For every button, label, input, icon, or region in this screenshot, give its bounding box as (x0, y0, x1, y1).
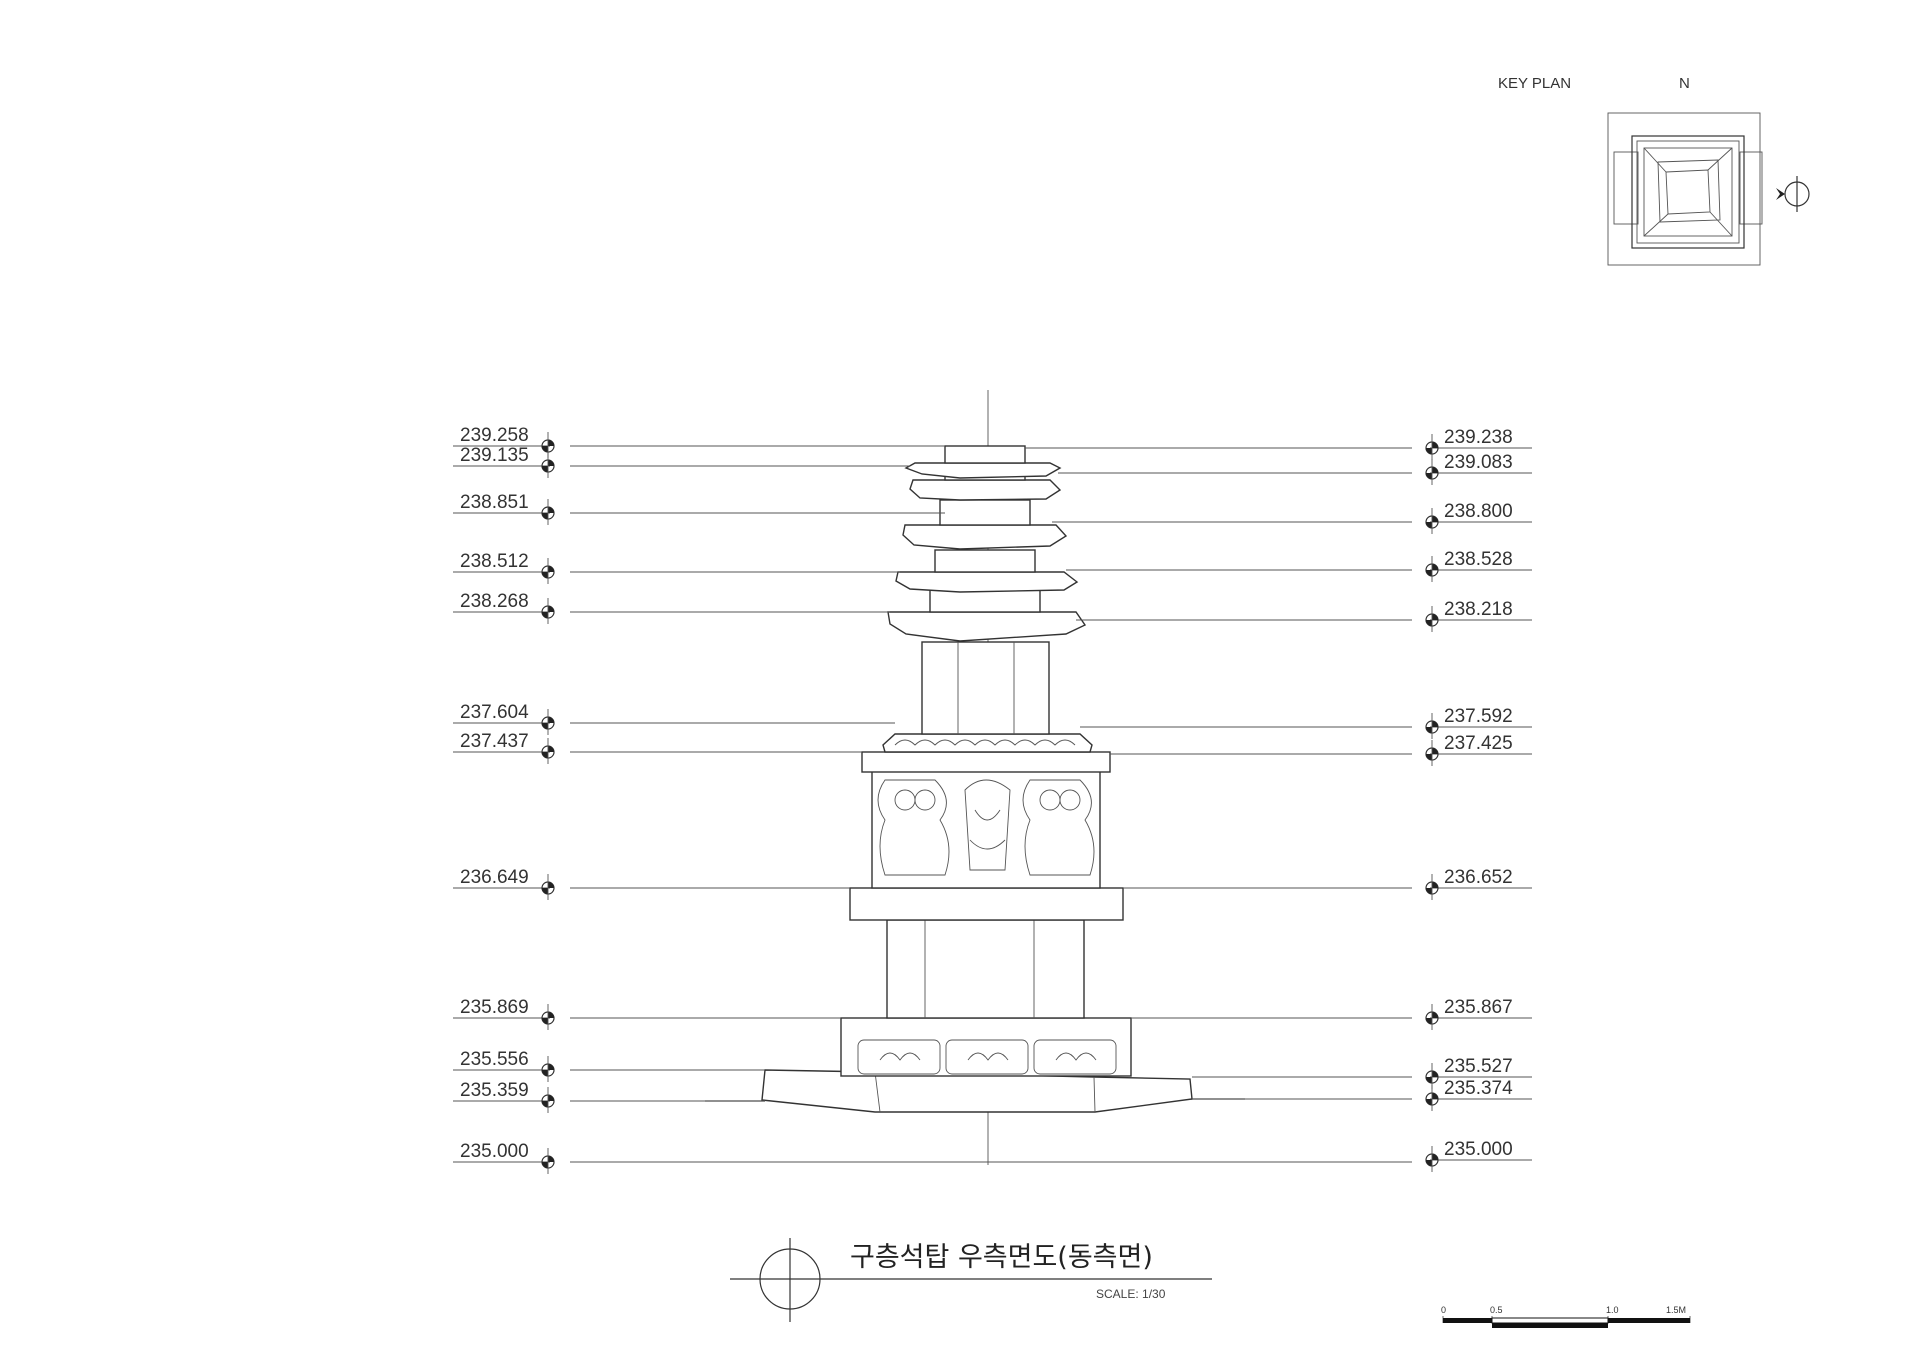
level-label: 236.652 (1444, 867, 1513, 888)
level-label: 235.869 (460, 997, 529, 1018)
level-marker-right: 239.083 (1425, 452, 1532, 485)
level-marker-right: 238.528 (1425, 549, 1532, 582)
levels-right: 239.238 239.083 238.800 238.528 238.218 (1425, 427, 1532, 1172)
level-marker-left: 236.649 (453, 867, 555, 900)
level-marker-left: 237.437 (453, 731, 555, 764)
level-label: 238.800 (1444, 501, 1513, 522)
level-label: 235.374 (1444, 1078, 1513, 1099)
level-label: 239.135 (460, 445, 529, 466)
view-direction-icon (1776, 176, 1810, 212)
level-marker-left: 238.268 (453, 591, 555, 624)
scale-bar: 0 0.5 1.0 1.5M (1441, 1305, 1691, 1328)
scale-tick: 0 (1441, 1305, 1446, 1315)
levels-left: 239.258 239.135 238.851 238.512 238.268 (453, 425, 555, 1174)
level-label: 235.527 (1444, 1056, 1513, 1077)
level-label: 237.425 (1444, 733, 1513, 754)
scale-tick: 1.0 (1606, 1305, 1619, 1315)
level-marker-right: 235.374 (1425, 1078, 1532, 1111)
level-marker-right: 235.867 (1425, 997, 1532, 1030)
level-label: 235.000 (460, 1141, 529, 1162)
level-label: 238.218 (1444, 599, 1513, 620)
level-marker-left: 235.359 (453, 1080, 555, 1113)
level-marker-right: 238.800 (1425, 501, 1532, 534)
level-label: 239.238 (1444, 427, 1513, 448)
level-marker-left: 237.604 (453, 702, 555, 735)
level-label: 238.851 (460, 492, 529, 513)
title-block: 구층석탑 우측면도(동측면) SCALE: 1/30 (730, 1238, 1212, 1322)
key-plan: KEY PLAN N (1498, 75, 1810, 266)
level-marker-right: 238.218 (1425, 599, 1532, 632)
level-label: 238.512 (460, 551, 529, 572)
level-marker-left: 238.851 (453, 492, 555, 525)
level-marker-right: 237.592 (1425, 706, 1532, 739)
level-label: 236.649 (460, 867, 529, 888)
scale-tick: 0.5 (1490, 1305, 1503, 1315)
level-marker-left: 235.000 (453, 1141, 555, 1174)
level-label: 238.528 (1444, 549, 1513, 570)
level-label: 239.258 (460, 425, 529, 446)
level-lines (570, 445, 1412, 1163)
level-label: 235.556 (460, 1049, 529, 1070)
level-marker-right: 239.238 (1425, 427, 1532, 460)
level-label: 237.604 (460, 702, 529, 723)
level-label: 238.268 (460, 591, 529, 612)
level-marker-left: 235.869 (453, 997, 555, 1030)
level-label: 239.083 (1444, 452, 1513, 473)
level-marker-left: 238.512 (453, 551, 555, 584)
key-plan-label: KEY PLAN (1498, 75, 1571, 92)
level-marker-right: 236.652 (1425, 867, 1532, 900)
level-marker-left: 235.556 (453, 1049, 555, 1082)
pagoda-elevation (705, 445, 1245, 1113)
north-label: N (1679, 75, 1690, 92)
level-label: 235.867 (1444, 997, 1513, 1018)
level-label: 237.592 (1444, 706, 1513, 727)
level-label: 237.437 (460, 731, 529, 752)
level-marker-right: 235.527 (1425, 1056, 1532, 1089)
level-marker-right: 235.000 (1425, 1139, 1532, 1172)
level-marker-left: 239.258 (453, 425, 555, 458)
scale-tick: 1.5M (1666, 1305, 1686, 1315)
drawing-title: 구층석탑 우측면도(동측면) (850, 1242, 1153, 1273)
scale-label: SCALE: 1/30 (1096, 1287, 1166, 1301)
level-label: 235.359 (460, 1080, 529, 1101)
level-label: 235.000 (1444, 1139, 1513, 1160)
level-marker-left: 239.135 (453, 445, 555, 478)
level-marker-right: 237.425 (1425, 733, 1532, 766)
